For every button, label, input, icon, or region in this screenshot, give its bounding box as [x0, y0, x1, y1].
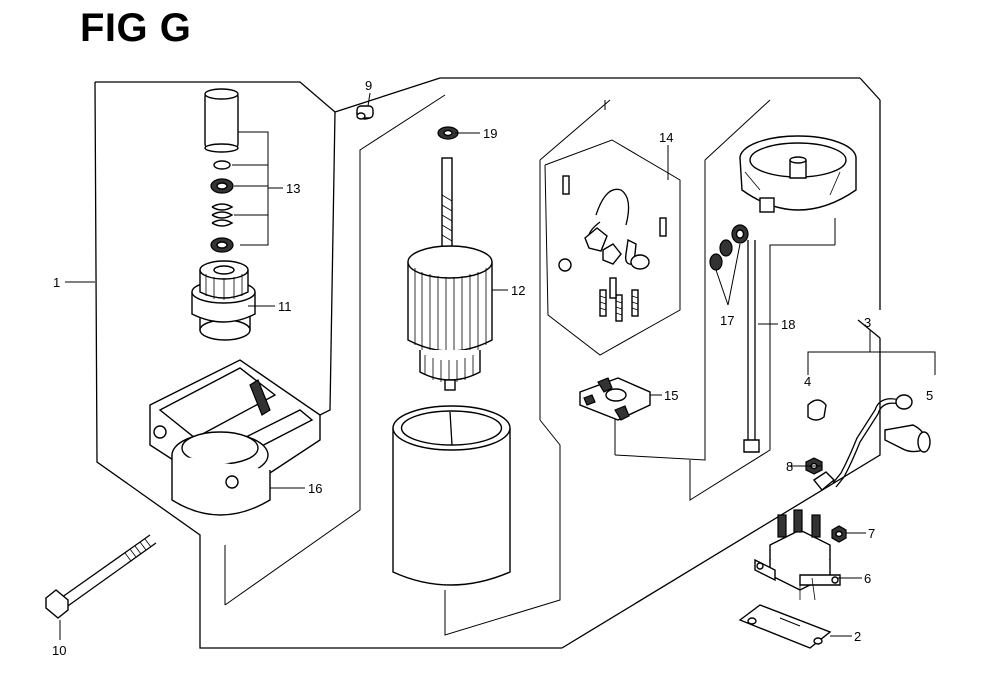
brush-plate-part-15 [579, 377, 651, 421]
through-bolt-part-10 [45, 534, 157, 640]
callout-16: 16 [308, 481, 322, 496]
mounting-plate-part-2 [738, 604, 832, 649]
leader-lines [65, 132, 866, 637]
figure-title: FIG G [80, 6, 192, 50]
callout-17: 17 [720, 313, 734, 328]
callout-10: 10 [52, 643, 66, 658]
brush-holder-kit-part-14 [544, 139, 681, 356]
nuts-part-17 [709, 224, 749, 306]
callout-14: 14 [659, 130, 673, 145]
rear-cover [739, 135, 857, 213]
inner-frames [224, 94, 836, 636]
front-bracket-part-16 [149, 359, 321, 516]
callout-12: 12 [511, 283, 525, 298]
armature-part-12 [407, 157, 493, 391]
pinion-gear-part-11 [191, 260, 256, 341]
callout-5: 5 [926, 388, 933, 403]
motor-yoke-case [392, 405, 511, 586]
callout-labels: 1 2 3 4 5 6 7 8 9 10 11 12 13 14 15 16 1… [52, 78, 933, 658]
callout-6: 6 [864, 571, 871, 586]
assembly-outline [94, 77, 881, 649]
solenoid-part-6 [754, 509, 841, 601]
callout-1: 1 [53, 275, 60, 290]
callout-9: 9 [365, 78, 372, 93]
callout-8: 8 [786, 459, 793, 474]
callout-7: 7 [868, 526, 875, 541]
washer-part-19 [437, 126, 459, 140]
callout-19: 19 [483, 126, 497, 141]
callout-11: 11 [278, 299, 292, 314]
callout-13: 13 [286, 181, 300, 196]
callout-18: 18 [781, 317, 795, 332]
stud-bolt-part-18 [743, 240, 778, 453]
callout-2: 2 [854, 629, 861, 644]
callout-15: 15 [664, 388, 678, 403]
cable-parts-3-4-5 [807, 330, 936, 491]
callout-4: 4 [804, 374, 811, 389]
callout-3: 3 [864, 315, 871, 330]
bushing-part-9 [356, 92, 374, 120]
nut-part-7 [831, 525, 847, 543]
drive-stack-part-13 [204, 88, 269, 253]
